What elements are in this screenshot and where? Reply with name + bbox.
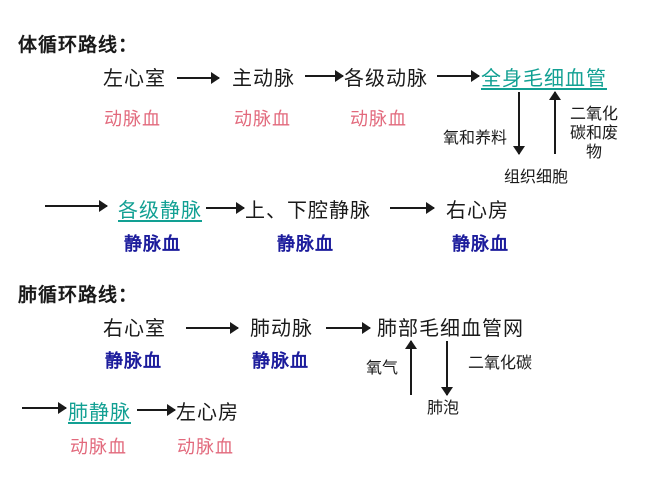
blood-label-right-ventricle: 静脉血 <box>105 351 162 372</box>
arrow-veins-to-vena-cava <box>206 202 245 214</box>
node-left-atrium: 左心房 <box>176 400 239 424</box>
label-carbon-dioxide: 二氧化碳 <box>467 353 532 372</box>
node-pulmonary-artery: 肺动脉 <box>250 316 313 340</box>
systemic-section-title: 体循环路线： <box>18 34 139 56</box>
arrow-left-ventricle-to-aorta <box>177 72 220 84</box>
arrow-vena-cava-to-right-atrium <box>390 202 435 214</box>
node-aorta: 主动脉 <box>232 66 295 90</box>
blood-label-arteries: 动脉血 <box>350 109 407 130</box>
label-co2-and-waste: 二氧化碳和废物 <box>569 104 618 161</box>
blood-label-pulmonary-vein: 动脉血 <box>70 437 127 458</box>
arrow-right-ventricle-to-pulmonary-artery <box>186 322 239 334</box>
node-alveoli: 肺泡 <box>426 398 459 417</box>
arrow-pulmonary-vein-to-left-atrium <box>137 404 176 416</box>
blood-label-aorta: 动脉血 <box>234 109 291 130</box>
blood-label-left-ventricle: 动脉血 <box>104 109 161 130</box>
node-veins: 各级静脉 <box>118 198 202 222</box>
blood-label-pulmonary-artery: 静脉血 <box>252 351 309 372</box>
arrow-capillaries-to-veins <box>45 200 108 212</box>
pulmonary-section-title: 肺循环路线： <box>18 284 139 306</box>
arrow-arteries-to-capillaries <box>437 70 480 82</box>
arrow-pulmonary-artery-to-lung-capillaries <box>326 322 371 334</box>
arrow-lung-capillaries-to-pulmonary-vein <box>22 402 67 414</box>
arrow-co2-to-alveoli <box>441 341 453 396</box>
node-tissue-cells: 组织细胞 <box>503 167 568 186</box>
node-lung-capillary-network: 肺部毛细血管网 <box>377 316 524 340</box>
blood-label-right-atrium: 静脉血 <box>452 234 509 255</box>
arrow-oxygen-to-blood <box>405 340 417 395</box>
node-left-ventricle: 左心室 <box>103 66 166 90</box>
node-arteries: 各级动脉 <box>344 66 428 90</box>
blood-label-left-atrium: 动脉血 <box>177 437 234 458</box>
arrow-aorta-to-arteries <box>305 70 344 82</box>
node-pulmonary-vein: 肺静脉 <box>68 400 131 424</box>
arrow-oxygen-nutrients-to-cells <box>513 92 525 155</box>
label-oxygen-and-nutrients: 氧和养料 <box>443 128 508 147</box>
node-vena-cava: 上、下腔静脉 <box>245 198 371 222</box>
node-systemic-capillaries: 全身毛细血管 <box>481 66 607 90</box>
blood-label-veins: 静脉血 <box>124 234 181 255</box>
node-right-atrium: 右心房 <box>446 198 509 222</box>
label-oxygen: 氧气 <box>365 358 398 377</box>
arrow-co2-waste-to-capillaries <box>549 91 561 154</box>
node-right-ventricle: 右心室 <box>103 316 166 340</box>
blood-label-vena-cava: 静脉血 <box>277 234 334 255</box>
